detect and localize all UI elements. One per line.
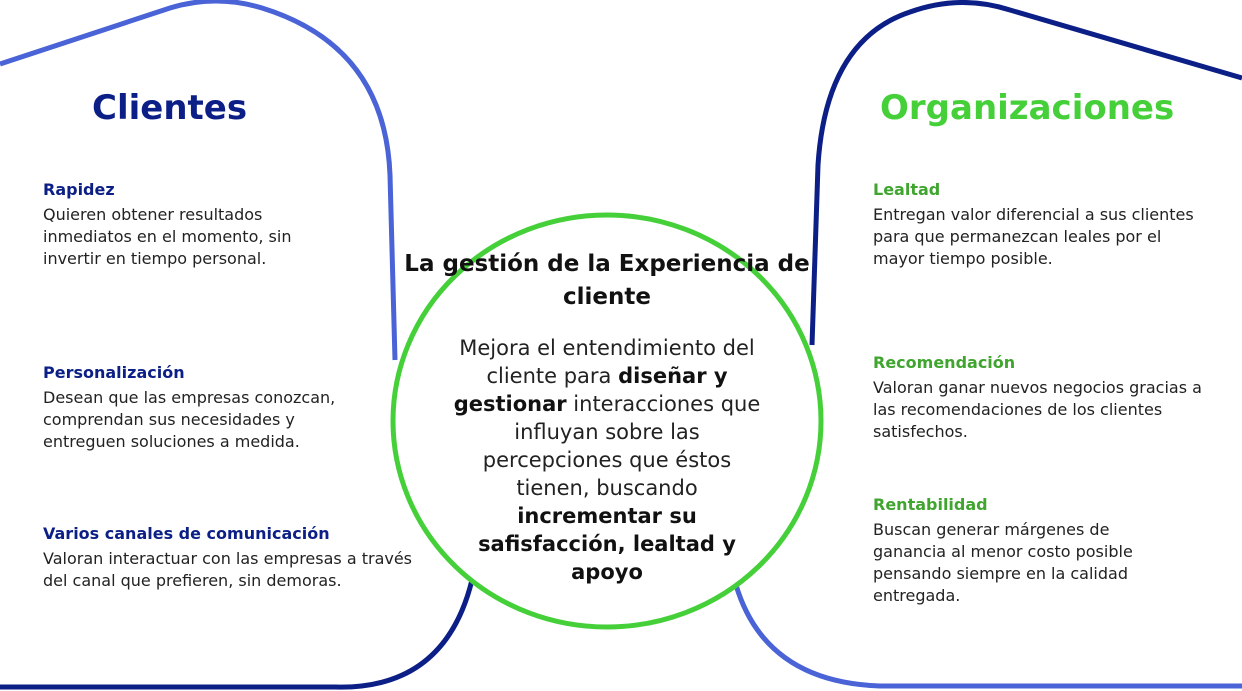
clientes-heading: Clientes [92, 88, 248, 128]
left-item-personalizacion: Personalización Desean que las empresas … [43, 363, 373, 453]
right-item-recomendacion: Recomendación Valoran ganar nuevos negoc… [873, 353, 1203, 443]
item-title: Varios canales de comunicación [43, 524, 330, 543]
left-item-canales: Varios canales de comunicación Valoran i… [43, 524, 412, 592]
right-shape-outline-bottom [733, 584, 1242, 689]
item-text: Valoran interactuar con las empresas a t… [43, 549, 413, 590]
item-title: Personalización [43, 363, 185, 382]
right-item-lealtad: Lealtad Entregan valor diferencial a sus… [873, 180, 1203, 270]
left-shape-outline-top [0, 0, 398, 361]
item-text: Valoran ganar nuevos negocios gracias a … [873, 378, 1202, 441]
right-shape-outline-top [809, 0, 1242, 346]
item-title: Recomendación [873, 353, 1016, 372]
item-text: Desean que las empresas conozcan, compre… [43, 388, 336, 451]
center-circle-content: La gestión de la Experiencia de cliente … [395, 214, 819, 630]
center-body-bold: incrementar su safisfacción, lealtad y a… [478, 504, 736, 584]
center-body: Mejora el entendimiento del cliente para… [447, 334, 767, 586]
left-shape-outline-bottom [0, 579, 475, 690]
item-text: Buscan generar márgenes de ganancia al m… [873, 520, 1133, 605]
item-title: Lealtad [873, 180, 941, 199]
item-title: Rentabilidad [873, 495, 988, 514]
item-text: Quieren obtener resultados inmediatos en… [43, 205, 292, 268]
item-title: Rapidez [43, 180, 115, 199]
center-body-text: Mejora el entendimiento del cliente para [459, 336, 755, 388]
center-body-text: interacciones que influyan sobre las per… [482, 392, 761, 500]
center-title: La gestión de la Experiencia de cliente [404, 251, 810, 310]
item-text: Entregan valor diferencial a sus cliente… [873, 205, 1194, 268]
left-item-rapidez: Rapidez Quieren obtener resultados inmed… [43, 180, 373, 270]
right-item-rentabilidad: Rentabilidad Buscan generar márgenes de … [873, 495, 1203, 607]
center-body-bold: diseñar y gestionar [453, 364, 728, 416]
organizaciones-heading: Organizaciones [880, 88, 1175, 128]
center-circle [390, 212, 824, 630]
